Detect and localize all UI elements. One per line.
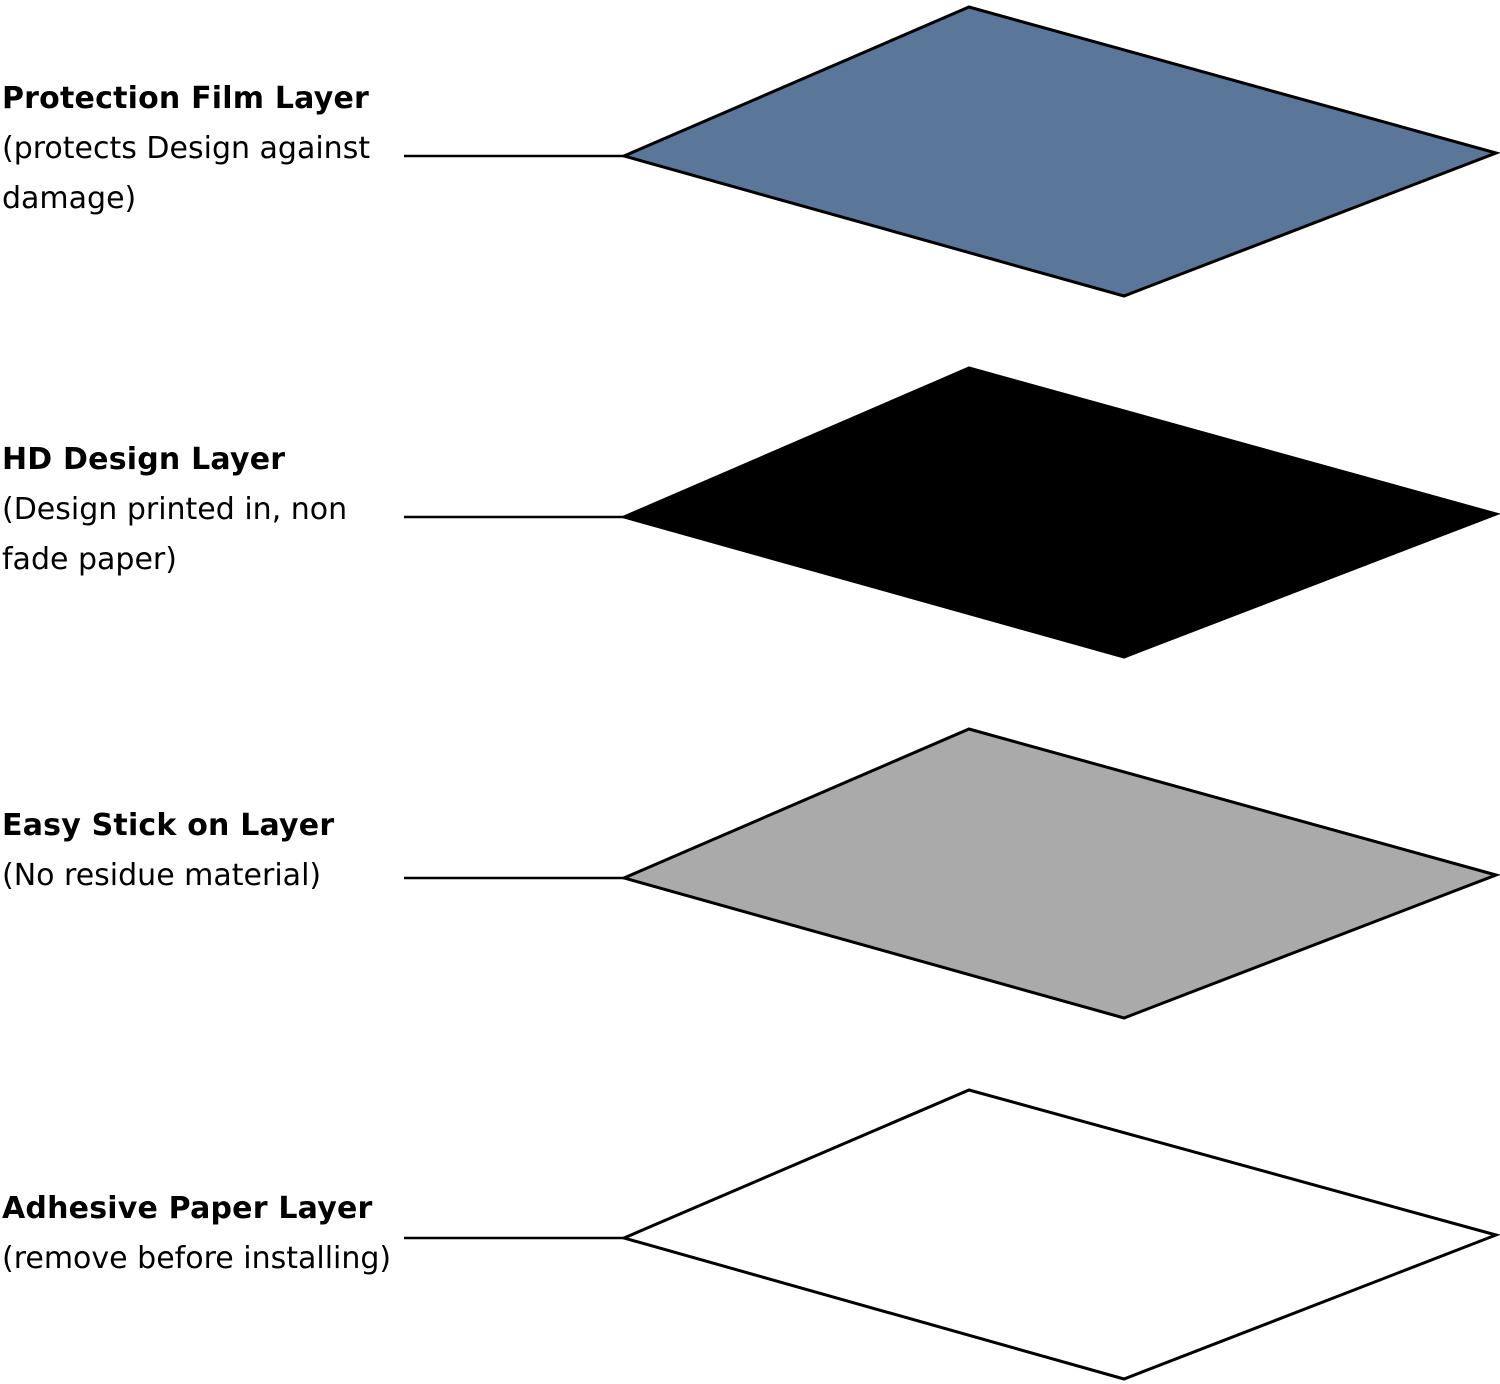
layer-description: (remove before installing) — [2, 1241, 392, 1276]
layer-title: HD Design Layer — [2, 442, 286, 477]
easy-stick-sheet — [619, 727, 1500, 1020]
hd-design-layer — [404, 366, 1500, 659]
easy-stick-layer-label: Easy Stick on Layer (No residue material… — [2, 801, 400, 901]
hd-design-layer-label: HD Design Layer (Design printed in, non … — [2, 435, 400, 585]
protection-film-layer-label: Protection Film Layer (protects Design a… — [2, 74, 400, 224]
adhesive-paper-sheet — [619, 1088, 1500, 1381]
layer-description: (No residue material) — [2, 858, 322, 893]
protection-film-layer — [404, 5, 1500, 298]
layer-description: (protects Design against damage) — [2, 131, 371, 216]
layer-title: Protection Film Layer — [2, 81, 369, 116]
adhesive-paper-layer — [404, 1088, 1500, 1381]
adhesive-paper-layer-label: Adhesive Paper Layer (remove before inst… — [2, 1184, 400, 1284]
layer-title: Easy Stick on Layer — [2, 808, 335, 843]
protection-film-sheet — [619, 5, 1500, 298]
layer-description: (Design printed in, non fade paper) — [2, 492, 348, 577]
easy-stick-layer — [404, 727, 1500, 1020]
layer-title: Adhesive Paper Layer — [2, 1191, 373, 1226]
hd-design-sheet — [619, 366, 1500, 659]
